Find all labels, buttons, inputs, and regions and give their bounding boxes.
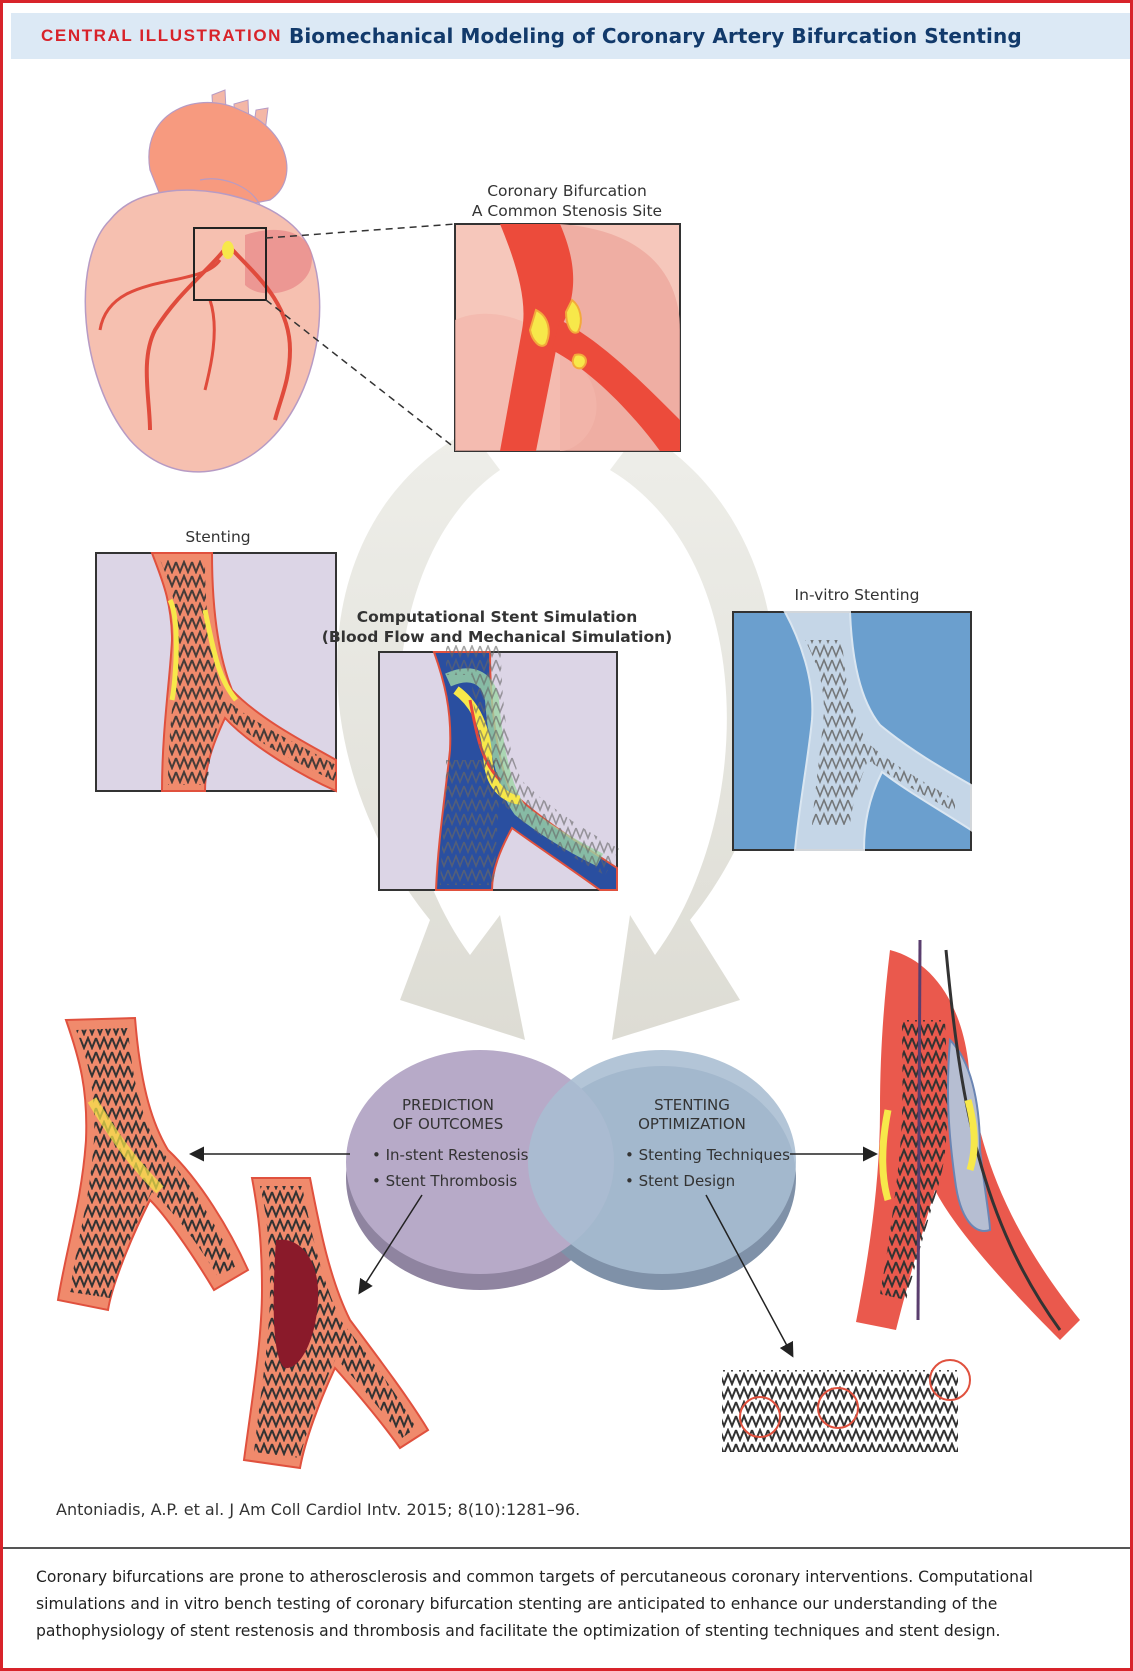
figure-caption: Coronary bifurcations are prone to ather… [36,1564,1106,1645]
bifurcation-title-line2: A Common Stenosis Site [472,202,662,220]
venn-right-title-line2: OPTIMIZATION [638,1115,746,1133]
venn-left-bullet-1: • In-stent Restenosis [372,1146,529,1164]
heart-illustration [85,90,455,472]
venn-right-bullet-2: • Stent Design [625,1172,735,1190]
simulation-title-line2: (Blood Flow and Mechanical Simulation) [322,628,673,646]
citation: Antoniadis, A.P. et al. J Am Coll Cardio… [56,1500,580,1519]
venn-left-title-line2: OF OUTCOMES [393,1115,504,1133]
stenting-title: Stenting [185,528,250,546]
caption-divider [3,1547,1130,1549]
venn-right-title-line1: STENTING [654,1096,730,1114]
simulation-title-line1: Computational Stent Simulation [357,608,638,626]
invitro-title: In-vitro Stenting [795,586,920,604]
venn-left-title-line1: PREDICTION [402,1096,494,1114]
bifurcation-title-line1: Coronary Bifurcation [487,182,647,200]
stenting-panel: Stenting [96,528,336,791]
stenting-technique-vessel [856,940,1080,1340]
invitro-panel: In-vitro Stenting [733,586,971,850]
bifurcation-panel: Coronary Bifurcation A Common Stenosis S… [455,182,680,451]
venn-left-bullet-2: • Stent Thrombosis [372,1172,517,1190]
stent-design [722,1360,970,1452]
venn-diagram: PREDICTION OF OUTCOMES • In-stent Resten… [346,1050,796,1290]
venn-right-bullet-1: • Stenting Techniques [625,1146,790,1164]
illustration-canvas: Coronary Bifurcation A Common Stenosis S… [0,0,1133,1500]
restenosis-vessel [58,1018,248,1310]
